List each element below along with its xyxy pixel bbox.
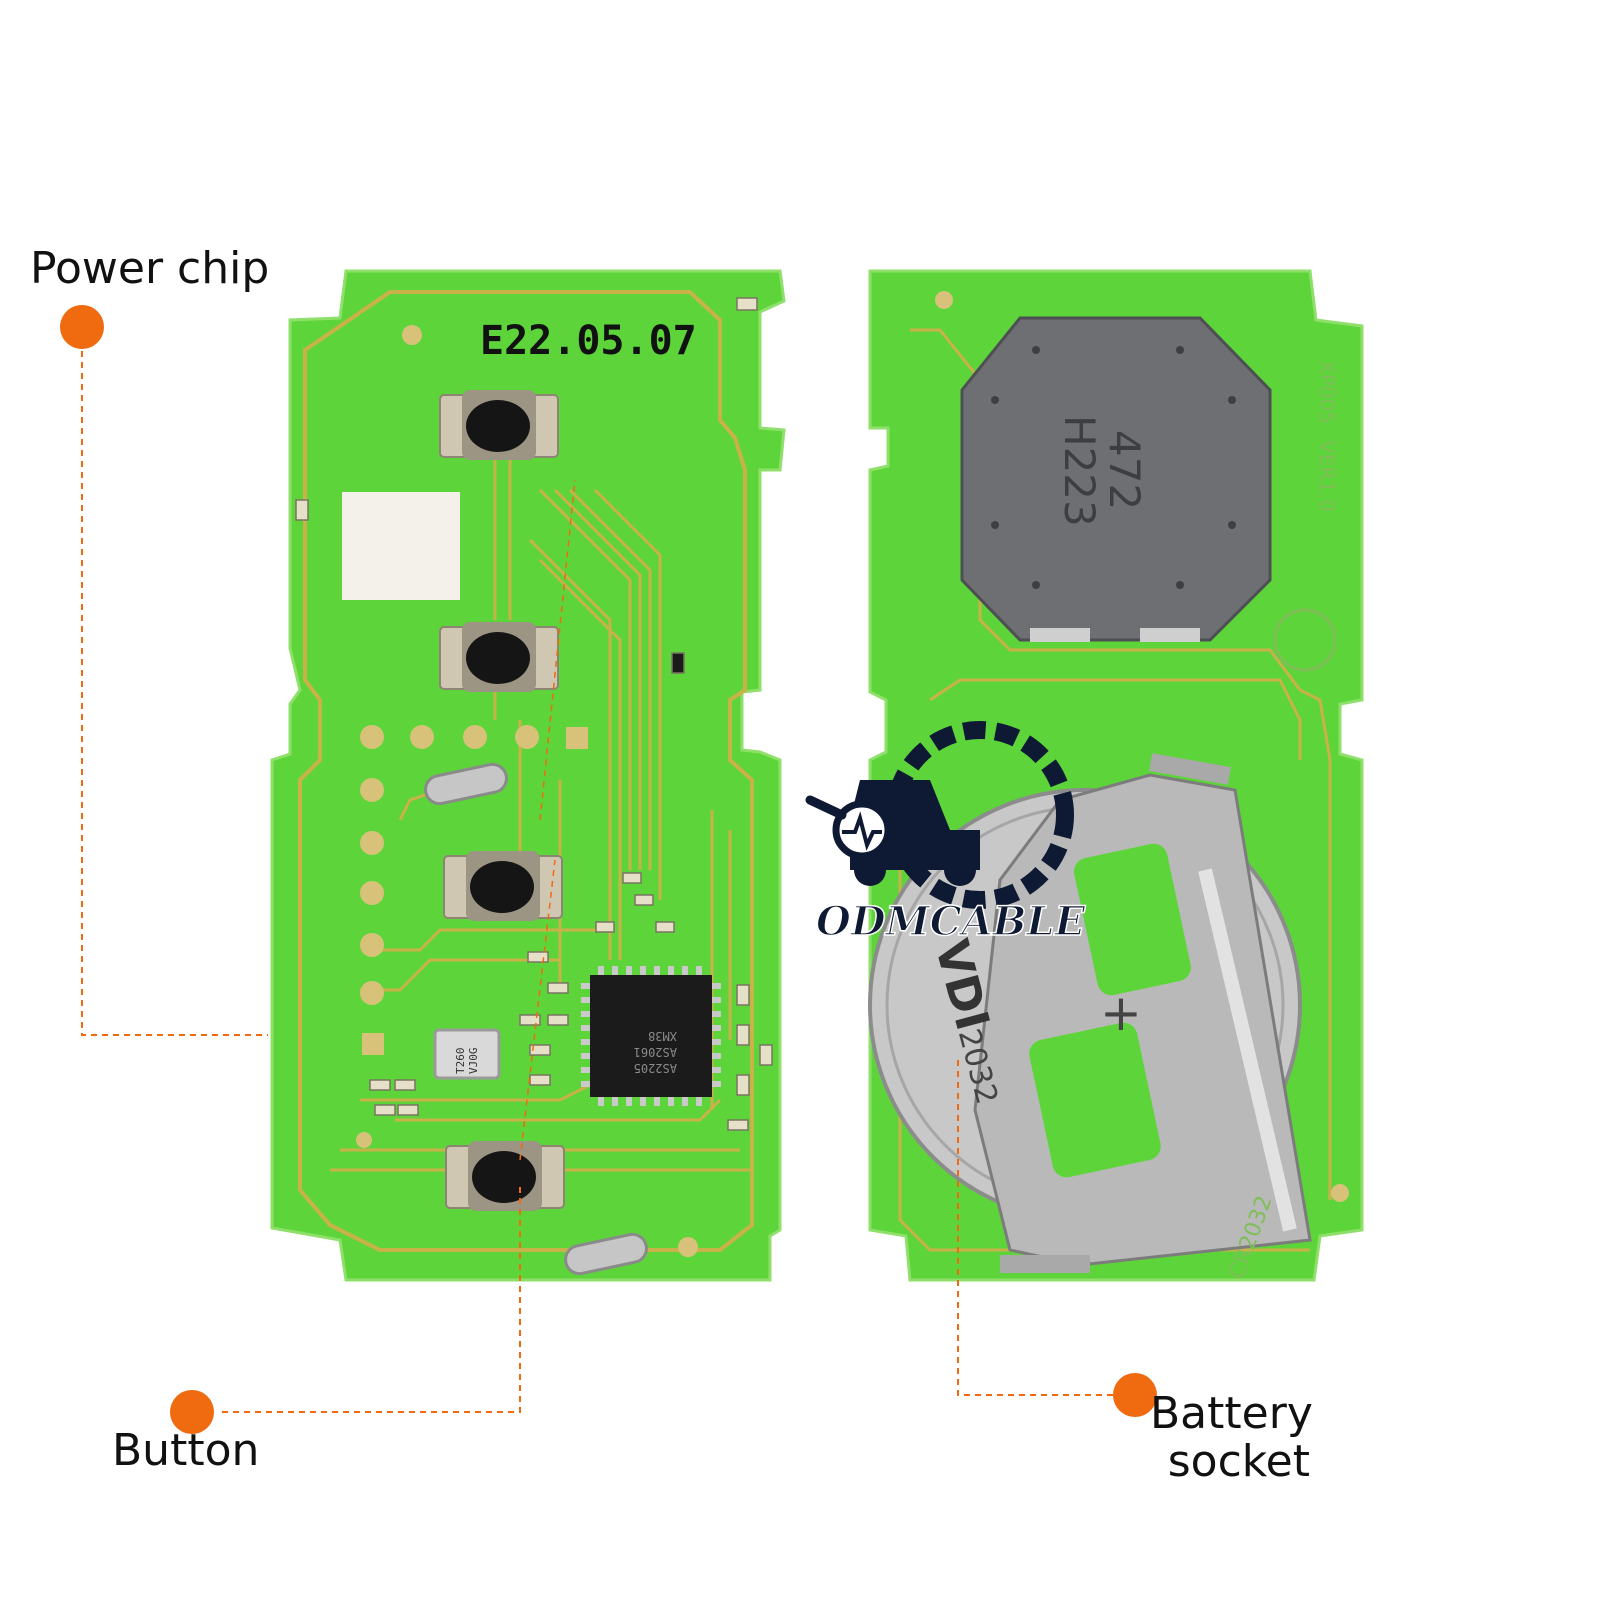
callout-leaders	[81, 340, 1115, 1413]
mount-hole	[1331, 1184, 1349, 1202]
test-pads	[360, 725, 588, 1055]
callout-dots	[60, 305, 1157, 1434]
crystal-marking-line2: VJ0G	[467, 1048, 480, 1075]
mount-hole	[402, 325, 422, 345]
pcb-traces	[330, 455, 750, 1172]
board-logo-icon	[1273, 608, 1337, 672]
pcb-front-border-trace	[298, 290, 754, 1252]
coil-marking-line1: 472	[1100, 430, 1149, 510]
mount-hole	[356, 1132, 372, 1148]
date-code-marking: E22.05.07	[480, 318, 697, 364]
button-actuator	[470, 861, 534, 913]
tactile-button-3	[443, 851, 563, 921]
watermark-brand-text: ODMCABLE	[816, 898, 1086, 945]
polarity-marking: +	[1100, 984, 1142, 1042]
callout-dot-power-chip	[60, 305, 104, 349]
holder-window	[1074, 843, 1191, 996]
callout-label-battery-socket: Battery socket	[1150, 1388, 1313, 1487]
button-actuator	[466, 632, 530, 684]
crystal-marking-line1: T260	[454, 1048, 467, 1075]
crystal-oscillator: T260 VJ0G	[433, 1028, 501, 1080]
tactile-button-2	[439, 622, 559, 692]
leader-battery	[957, 1060, 1115, 1396]
battery-holder: VDI 2032 +	[925, 753, 1312, 1273]
board-version-silkscreen: VER1.0	[1315, 440, 1339, 512]
callout-dot-battery	[1113, 1373, 1157, 1417]
contact-clip	[424, 762, 508, 806]
pcb-front-board: E22.05.07	[270, 269, 786, 1282]
contact-clip	[564, 1232, 648, 1276]
coil-marking-line2: H223	[1055, 415, 1104, 527]
holder-window	[1029, 1022, 1161, 1178]
mount-hole	[935, 291, 953, 309]
callout-label-button: Button	[112, 1425, 260, 1476]
button-actuator	[466, 400, 530, 452]
pcb-back-board: 472 H223 XP005 VER1.0 VDI 2032	[868, 269, 1364, 1282]
pcb-back-border-trace	[910, 328, 1332, 1200]
chip-marking-line1: AS2205	[634, 1061, 677, 1075]
antenna-coil: 472 H223	[960, 316, 1272, 642]
tactile-button-4	[445, 1141, 565, 1211]
board-model-silkscreen: XP005	[1315, 360, 1339, 424]
button-actuator	[472, 1151, 536, 1203]
label-sticker	[342, 492, 460, 600]
leader-button	[222, 1185, 521, 1413]
tactile-button-1	[439, 390, 559, 460]
chip-marking-line2: AS2061	[634, 1045, 677, 1059]
power-chip: AS2205 AS2061 XM38	[581, 966, 721, 1106]
callout-label-power-chip: Power chip	[30, 243, 270, 294]
mount-hole	[678, 1237, 698, 1257]
chip-marking-line3: XM38	[648, 1029, 677, 1043]
smd-components	[295, 297, 773, 1131]
watermark-logo: ODMCABLE	[805, 721, 1086, 946]
leader-power-chip	[81, 340, 268, 1036]
callout-dot-button	[170, 1390, 214, 1434]
